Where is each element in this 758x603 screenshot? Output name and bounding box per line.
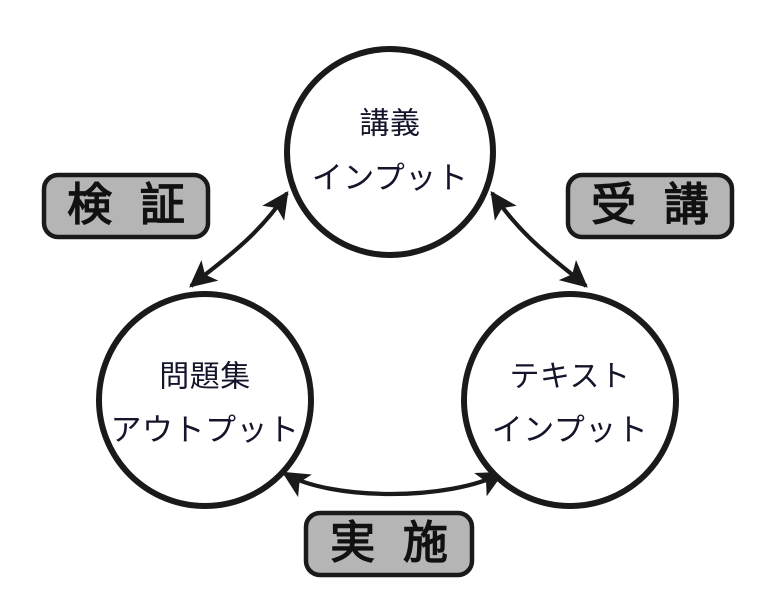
label-box-practice-text: 実 施 — [330, 516, 454, 569]
label-box-verify-text: 検 証 — [67, 178, 191, 231]
label-box-practice-rect — [303, 510, 475, 578]
label-box-attend-text: 受 講 — [591, 178, 715, 231]
node-workbook-line1: 問題集 — [159, 360, 251, 395]
node-textbook-circle — [461, 291, 679, 509]
node-lecture-line2: インプット — [312, 161, 469, 197]
node-workbook-circle — [96, 291, 314, 509]
arc-workbook-lecture — [189, 190, 289, 288]
label-box-verify[interactable]: 検 証 — [41, 172, 211, 240]
node-lecture[interactable]: 講義 インプット — [284, 46, 496, 258]
label-box-attend-rect — [565, 172, 735, 240]
label-box-group: 検 証 受 講 実 施 — [41, 172, 735, 578]
node-lecture-line1: 講義 — [360, 107, 421, 142]
label-box-verify-rect — [41, 172, 211, 240]
arc-textbook-workbook — [281, 471, 505, 498]
node-lecture-circle — [284, 46, 496, 258]
arc-group — [189, 190, 588, 498]
node-group: 講義 インプット 問題集 アウトプット テキスト インプット — [96, 46, 679, 509]
node-textbook[interactable]: テキスト インプット — [461, 291, 679, 509]
node-textbook-line2: インプット — [492, 413, 649, 449]
label-box-attend[interactable]: 受 講 — [565, 172, 735, 240]
arc-lecture-textbook — [490, 190, 588, 288]
node-workbook[interactable]: 問題集 アウトプット — [96, 291, 314, 509]
node-textbook-line1: テキスト — [509, 360, 630, 395]
node-workbook-line2: アウトプット — [111, 413, 300, 449]
label-box-practice[interactable]: 実 施 — [303, 510, 475, 578]
